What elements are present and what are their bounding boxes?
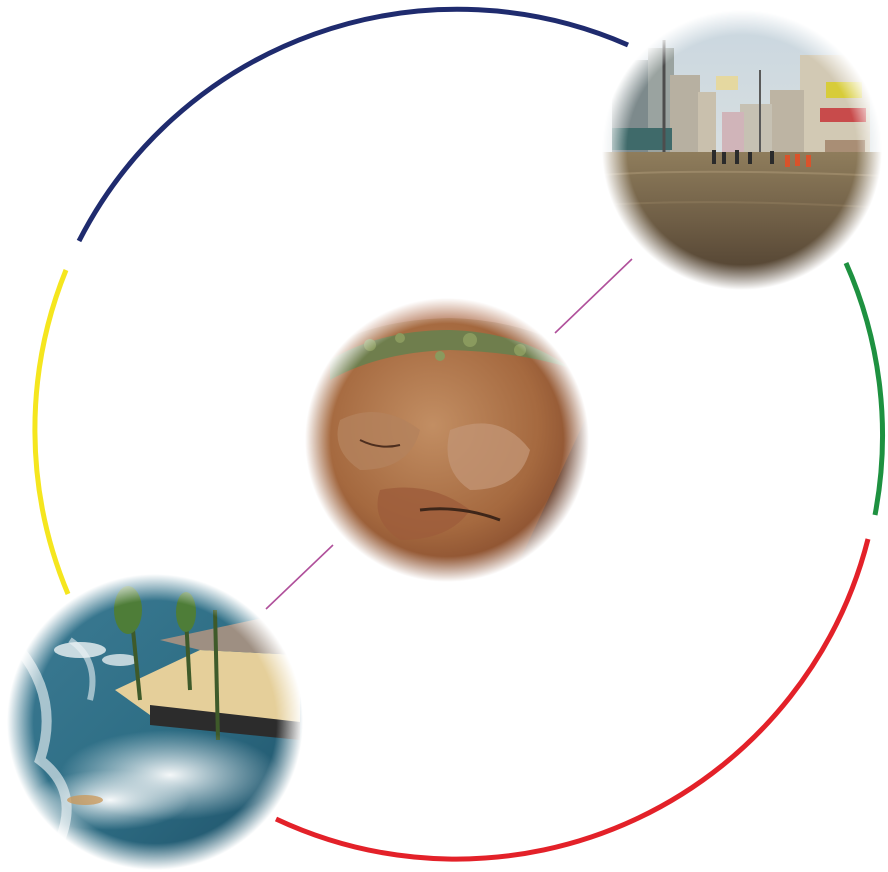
ring-arc-red	[274, 538, 871, 862]
ring-arc-navy	[76, 6, 630, 243]
ring-arc-yellow	[32, 269, 71, 595]
landslide-soil-photo	[300, 295, 595, 585]
ring-arc-green	[843, 261, 885, 516]
flooded-street-photo	[599, 8, 886, 293]
tsunami-wave-photo	[5, 572, 305, 872]
